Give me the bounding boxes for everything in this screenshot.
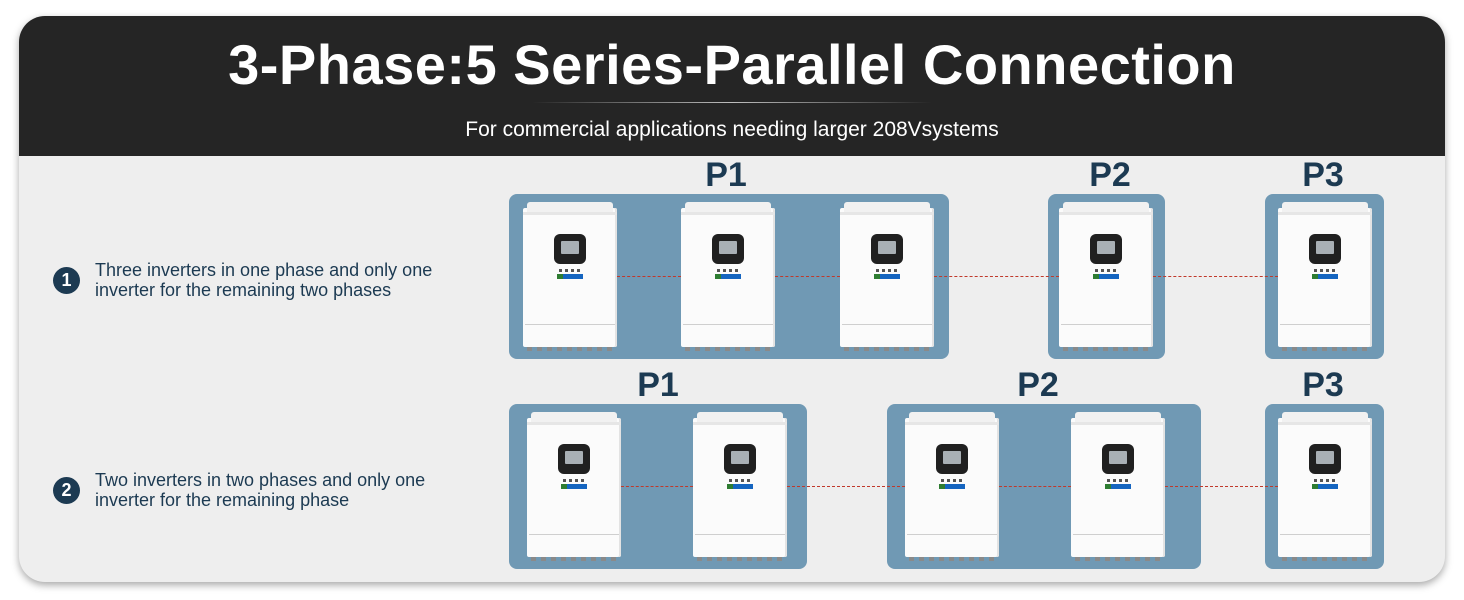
inverter-icon	[523, 202, 617, 352]
config-1-phase-label-p3: P3	[1302, 156, 1344, 194]
inverter-icon	[905, 412, 999, 562]
title-divider	[532, 102, 932, 103]
dashed-connection-line	[1165, 486, 1278, 487]
config-2-text: Two inverters in two phases and only one…	[95, 470, 426, 510]
config-2-phase-label-p1: P1	[637, 366, 679, 404]
page-title: 3-Phase:5 Series-Parallel Connection	[228, 33, 1236, 96]
dashed-connection-line	[775, 276, 840, 277]
inverter-icon	[1059, 202, 1153, 352]
inverter-icon	[527, 412, 621, 562]
header-banner: 3-Phase:5 Series-Parallel Connection For…	[19, 16, 1445, 156]
main-card: 3-Phase:5 Series-Parallel Connection For…	[19, 16, 1445, 582]
config-1-phase-label-p1: P1	[705, 156, 747, 194]
config-1-text: Three inverters in one phase and only on…	[95, 260, 433, 300]
number-badge-icon: 1	[53, 266, 80, 294]
dashed-connection-line	[934, 276, 1059, 277]
inverter-icon	[1278, 412, 1372, 562]
config-1-phase-label-p2: P2	[1089, 156, 1131, 194]
config-2-phase-label-p2: P2	[1017, 366, 1059, 404]
number-badge-icon: 2	[53, 476, 80, 504]
dashed-connection-line	[787, 486, 905, 487]
inverter-icon	[1071, 412, 1165, 562]
dashed-connection-line	[621, 486, 693, 487]
inverter-icon	[1278, 202, 1372, 352]
config-1-description: 1 Three inverters in one phase and only …	[53, 260, 485, 300]
dashed-connection-line	[1153, 276, 1278, 277]
config-2-description: 2 Two inverters in two phases and only o…	[53, 470, 485, 510]
dashed-connection-line	[617, 276, 681, 277]
inverter-icon	[681, 202, 775, 352]
config-2-phase-label-p3: P3	[1302, 366, 1344, 404]
inverter-icon	[693, 412, 787, 562]
dashed-connection-line	[999, 486, 1071, 487]
inverter-icon	[840, 202, 934, 352]
page-subtitle: For commercial applications needing larg…	[465, 118, 999, 141]
